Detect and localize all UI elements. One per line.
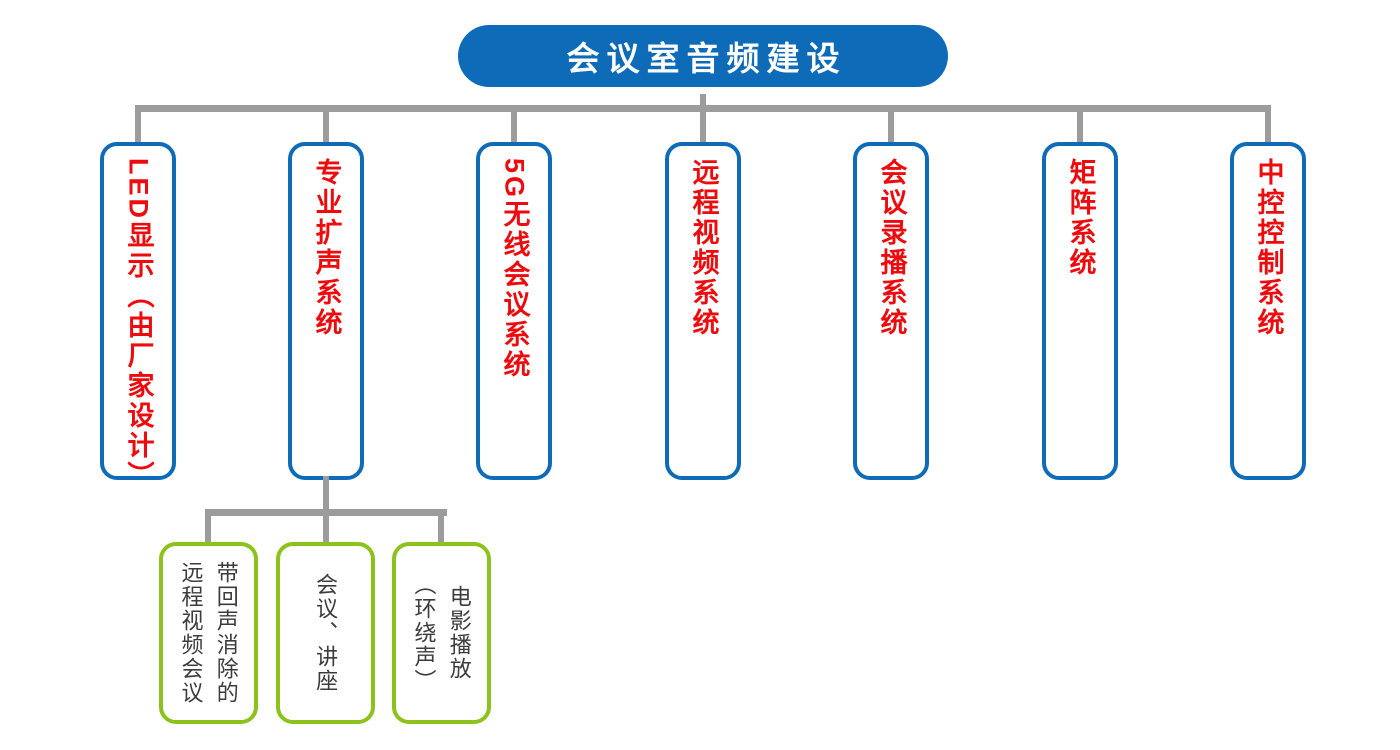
sub-node-echo-cancel-conference: 带回声消除的 远程视频会议 bbox=[159, 542, 258, 724]
sub-node-movie-playback: 电影播放 （环绕声） bbox=[392, 542, 491, 724]
branch-drop-connector bbox=[888, 105, 894, 146]
sub-label-line: 电影播放 bbox=[446, 585, 472, 681]
root-node: 会议室音频建设 bbox=[458, 25, 948, 87]
sub-drop-connector bbox=[438, 509, 444, 546]
branch-node-pro-sound: 专业扩声系统 bbox=[288, 142, 364, 480]
branch-node-matrix: 矩阵系统 bbox=[1042, 142, 1118, 480]
branch-node-recording: 会议录播系统 bbox=[853, 142, 929, 480]
branch-label: 5G无线会议系统 bbox=[499, 158, 530, 381]
branch-drop-connector bbox=[1077, 105, 1083, 146]
sub-label: 电影播放 （环绕声） bbox=[406, 573, 476, 693]
branch-drop-connector bbox=[511, 105, 517, 146]
sub-label-line: （环绕声） bbox=[411, 573, 437, 693]
branch-label: 远程视频系统 bbox=[688, 158, 719, 338]
branch-drop-connector bbox=[135, 105, 141, 146]
sub-label-line: 带回声消除的 bbox=[213, 561, 239, 705]
sub-label: 带回声消除的 远程视频会议 bbox=[173, 561, 243, 705]
branch-drop-connector bbox=[323, 105, 329, 146]
sub-drop-connector bbox=[205, 509, 211, 546]
sub-label: 会议、讲座 bbox=[308, 573, 343, 693]
sub-node-meeting-lecture: 会议、讲座 bbox=[276, 542, 375, 724]
root-title: 会议室音频建设 bbox=[566, 40, 847, 77]
branch-drop-connector bbox=[1265, 105, 1271, 146]
sub-label-line: 远程视频会议 bbox=[178, 561, 204, 705]
branch-node-5g-wireless: 5G无线会议系统 bbox=[476, 142, 552, 480]
branch-label: 矩阵系统 bbox=[1065, 158, 1096, 278]
branch-label: LED显示（由厂家设计） bbox=[123, 158, 154, 491]
sub-label-line: 会议、讲座 bbox=[313, 573, 339, 693]
branch-label: 会议录播系统 bbox=[876, 158, 907, 338]
branch-label: 中控控制系统 bbox=[1253, 158, 1284, 338]
branch-drop-connector bbox=[700, 94, 706, 146]
branch-node-central-control: 中控控制系统 bbox=[1230, 142, 1306, 480]
branch-node-led-display: LED显示（由厂家设计） bbox=[100, 142, 176, 491]
branch-label: 专业扩声系统 bbox=[311, 158, 342, 338]
sub-branch-connector bbox=[205, 509, 447, 516]
branch-node-remote-video: 远程视频系统 bbox=[665, 142, 741, 480]
